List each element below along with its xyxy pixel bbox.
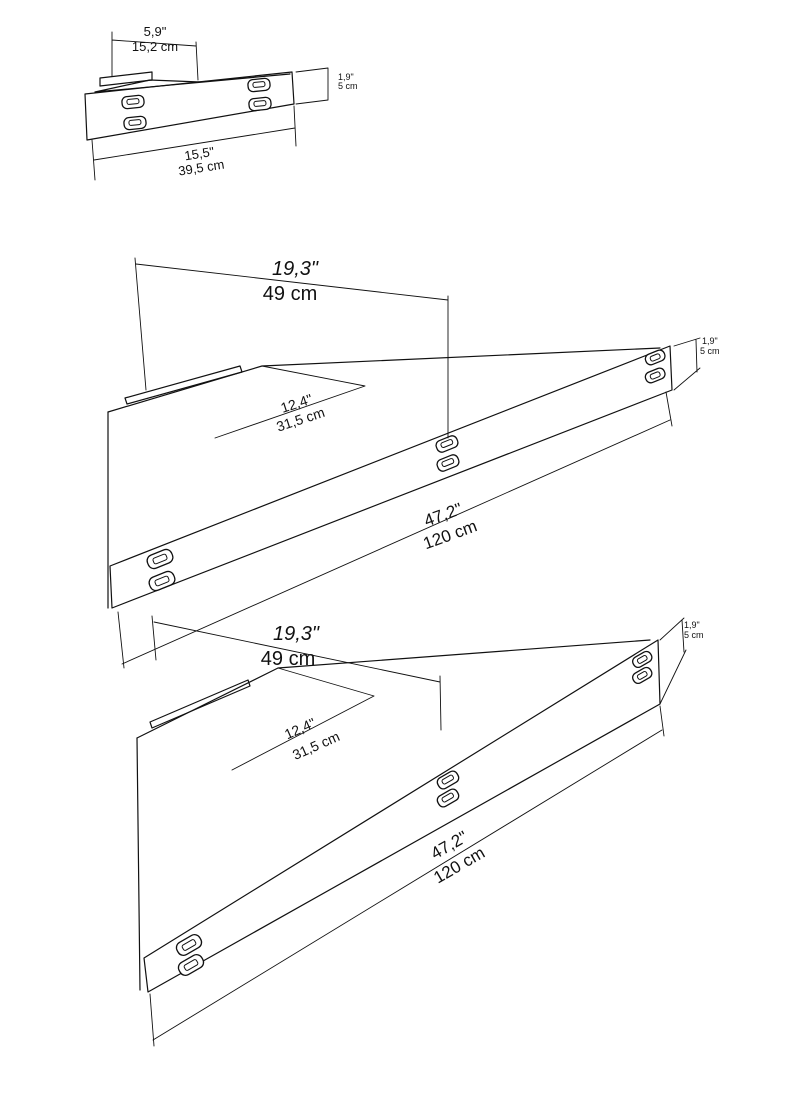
- large-top-length-dimension-line: [117, 391, 673, 669]
- large-top-depth-dimension-line: [214, 365, 366, 439]
- small-thickness-cm-label: 5 cm: [338, 81, 358, 91]
- large-top-front-board: [109, 345, 673, 609]
- large-bottom-thickness-cm-label: 5 cm: [684, 630, 704, 640]
- clip-slot: [253, 100, 267, 107]
- large-top-wall-rail: [124, 365, 243, 405]
- small-depth-cm-label: 15,2 cm: [132, 39, 178, 54]
- large-bottom-front-board: [143, 639, 661, 993]
- large-shelf-top: 19,3" 49 cm 12,4" 31,5 cm 1,9" 5 cm 47,2…: [107, 257, 720, 669]
- small-shelf-clips: [121, 77, 272, 131]
- large-bottom-side-cm-label: 49 cm: [261, 648, 315, 670]
- small-depth-inch-label: 5,9": [144, 24, 167, 39]
- large-top-thickness-inch-label: 1,9": [702, 336, 718, 346]
- large-bottom-left-edge: [136, 737, 141, 991]
- clip-slot: [441, 792, 454, 803]
- large-bottom-thickness-inch-label: 1,9": [684, 620, 700, 630]
- large-bottom-clips: [175, 650, 653, 977]
- large-bottom-depth-dimension-line: [231, 667, 375, 771]
- small-shelf-front-board: [84, 71, 295, 141]
- clip-slot: [181, 939, 197, 951]
- large-shelf-bottom: 19,3" 49 cm 12,4" 31,5 cm 1,9" 5 cm 47,2…: [136, 615, 704, 1047]
- clip-slot: [649, 371, 661, 380]
- large-top-side-inch-label: 19,3": [272, 258, 319, 280]
- clip-slot: [252, 81, 266, 88]
- small-length-dimension-line: [91, 105, 297, 181]
- small-thickness-dimension-line: [295, 67, 329, 105]
- large-top-thickness-cm-label: 5 cm: [700, 346, 720, 356]
- large-bottom-side-inch-label: 19,3": [273, 623, 320, 645]
- clip-slot: [441, 774, 454, 785]
- small-depth-dimension-line: [111, 31, 199, 81]
- clip-slot: [649, 353, 661, 362]
- small-shelf: 5,9" 15,2 cm 1,9" 5 cm 15,5" 39,5 cm: [84, 24, 358, 181]
- large-bottom-wall-rail: [149, 679, 251, 729]
- large-bottom-length-dimension-line: [149, 705, 665, 1047]
- large-top-side-cm-label: 49 cm: [263, 283, 317, 305]
- small-length-inch-label: 15,5": [183, 144, 215, 164]
- large-top-clips: [146, 349, 666, 592]
- small-thickness-inch-label: 1,9": [338, 72, 354, 82]
- large-top-thickness-dimension-line: [673, 337, 701, 391]
- large-bottom-side-dimension-line: [151, 615, 442, 731]
- clip-slot: [440, 439, 454, 448]
- clip-slot: [126, 98, 140, 105]
- clip-slot: [636, 655, 648, 664]
- clip-slot: [128, 119, 142, 126]
- small-shelf-wall-rail: [99, 71, 153, 87]
- small-length-cm-label: 39,5 cm: [177, 157, 225, 179]
- clip-slot: [636, 670, 648, 680]
- large-top-side-dimension-line: [134, 257, 449, 439]
- large-bottom-back-edges: [136, 639, 651, 739]
- clip-slot: [183, 959, 199, 971]
- clip-slot: [441, 458, 455, 467]
- clip-slot: [152, 553, 168, 565]
- clip-slot: [154, 575, 170, 587]
- large-bottom-thickness-dimension-line: [659, 617, 687, 705]
